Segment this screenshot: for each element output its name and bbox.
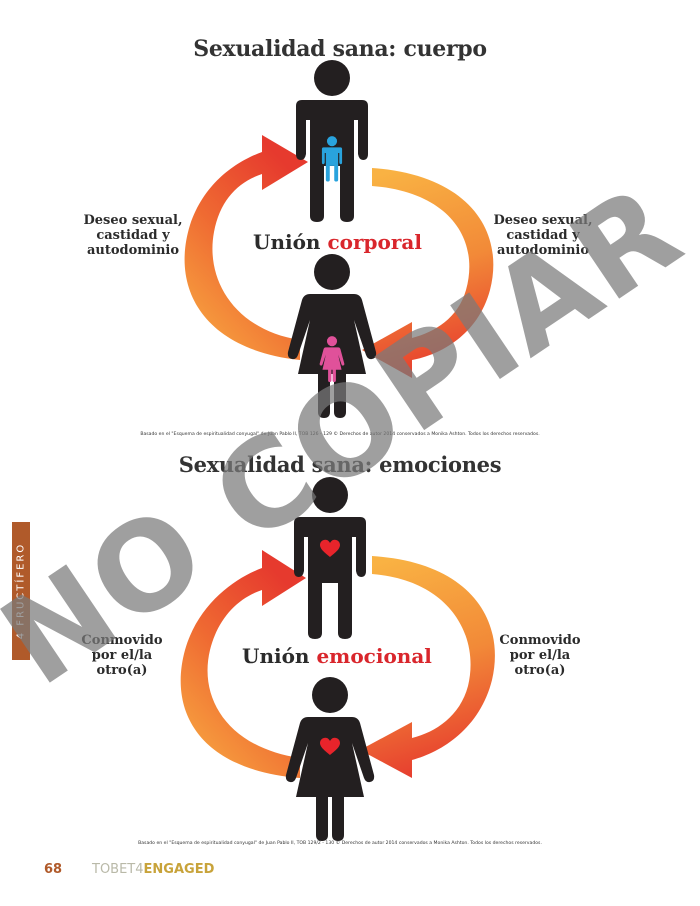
diagram2-left-label: Conmovido por el/la otro(a) bbox=[72, 633, 172, 678]
female-inner-icon bbox=[319, 336, 345, 383]
right-label-line: autodominio bbox=[496, 243, 590, 258]
diagram1-union-label: Unión corporal bbox=[253, 230, 422, 254]
right-label-line: Conmovido bbox=[499, 633, 581, 648]
left-label-line: por el/la bbox=[91, 648, 153, 663]
diagram2-title: Sexualidad sana: emociones bbox=[178, 452, 502, 477]
diagram1-left-label: Deseo sexual, castidad y autodominio bbox=[78, 213, 188, 258]
page-number: 68 bbox=[44, 862, 63, 877]
man-figure-2 bbox=[294, 477, 366, 639]
left-label-line: Conmovido bbox=[81, 633, 163, 648]
left-label-line: castidad y bbox=[96, 228, 170, 243]
union-word: Unión bbox=[242, 644, 310, 668]
chapter-side-tab: 4 FRUCTÍFERO bbox=[12, 522, 30, 660]
right-label-line: por el/la bbox=[509, 648, 571, 663]
diagram1-title: Sexualidad sana: cuerpo bbox=[193, 36, 487, 62]
union-accent: corporal bbox=[327, 230, 422, 254]
left-label-line: otro(a) bbox=[96, 663, 148, 678]
union-accent: emocional bbox=[316, 644, 432, 668]
left-label-line: Deseo sexual, bbox=[83, 213, 183, 228]
diagram1-right-label: Deseo sexual, castidad y autodominio bbox=[488, 213, 598, 258]
union-word: Unión bbox=[253, 230, 321, 254]
brand-prefix: TOBET4 bbox=[92, 862, 144, 877]
diagram1-left-arrow bbox=[184, 135, 308, 360]
diagram2-left-arrow bbox=[180, 550, 306, 778]
chapter-tab-label: 4 FRUCTÍFERO bbox=[15, 542, 27, 640]
male-inner-icon bbox=[321, 136, 343, 182]
right-label-line: Deseo sexual, bbox=[493, 213, 593, 228]
diagram2-right-arrow bbox=[360, 556, 495, 778]
diagram1-credit: Basado en el "Esquema de espiritualidad … bbox=[140, 432, 540, 437]
diagram2-credit: Basado en el "Esquema de espiritualidad … bbox=[138, 841, 542, 846]
right-label-line: otro(a) bbox=[514, 663, 566, 678]
woman-figure-2 bbox=[285, 677, 375, 841]
left-label-line: autodominio bbox=[86, 243, 180, 258]
diagram1-right-arrow bbox=[362, 168, 494, 378]
brand-suffix: ENGAGED bbox=[143, 862, 215, 877]
diagram2-right-label: Conmovido por el/la otro(a) bbox=[490, 633, 590, 678]
woman-figure-1 bbox=[287, 254, 377, 418]
man-figure-1 bbox=[296, 60, 368, 222]
brand-footer: TOBET4ENGAGED bbox=[92, 862, 214, 877]
diagram2-union-label: Unión emocional bbox=[242, 644, 432, 668]
right-label-line: castidad y bbox=[506, 228, 580, 243]
